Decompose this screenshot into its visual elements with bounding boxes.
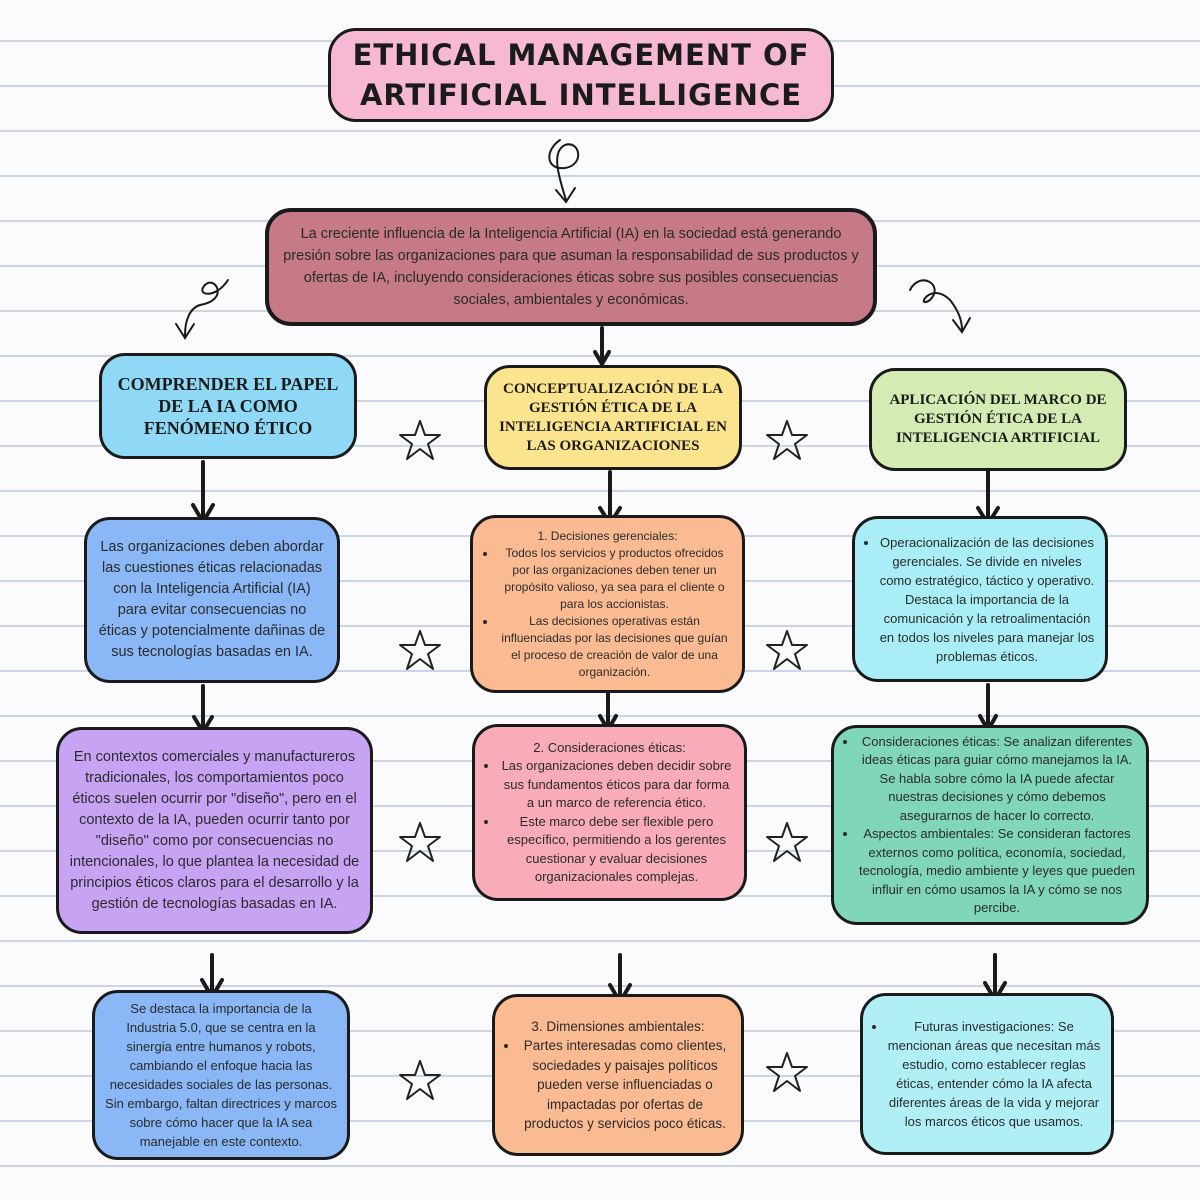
- arrow-left-1: [191, 460, 215, 526]
- header-text: COMPRENDER EL PAPEL DE LA IA COMO FENÓME…: [117, 374, 339, 438]
- box-text: Las organizaciones deben abordar las cue…: [98, 539, 326, 660]
- star-doodle-icon: [398, 418, 442, 462]
- box-text: En contextos comerciales y manufacturero…: [69, 748, 360, 912]
- title-line-1: ETHICAL MANAGEMENT OF: [352, 38, 810, 72]
- left-box-2: En contextos comerciales y manufacturero…: [56, 727, 373, 934]
- arrow-left-2: [192, 684, 214, 736]
- bullet-list: Consideraciones éticas: Se analizan dife…: [844, 733, 1136, 918]
- star-doodle-icon: [398, 1058, 442, 1102]
- bullet-item: Operacionalización de las decisiones ger…: [879, 533, 1095, 666]
- arrow-right-2: [978, 683, 998, 735]
- star-doodle-icon: [398, 628, 442, 672]
- box-text: Se destaca la importancia de la Industri…: [105, 1001, 337, 1149]
- header-text: CONCEPTUALIZACIÓN DE LA GESTIÓN ÉTICA DE…: [499, 380, 727, 454]
- star-doodle-icon: [765, 1050, 809, 1094]
- right-box-2: Consideraciones éticas: Se analizan dife…: [831, 725, 1149, 925]
- header-text: APLICACIÓN DEL MARCO DE GESTIÓN ÉTICA DE…: [889, 392, 1107, 446]
- right-box-1: Operacionalización de las decisiones ger…: [852, 516, 1108, 682]
- bullet-item: Consideraciones éticas: Se analizan dife…: [858, 733, 1136, 826]
- left-box-1: Las organizaciones deben abordar las cue…: [84, 517, 340, 683]
- bullet-item: Partes interesadas como clientes, socied…: [519, 1036, 731, 1134]
- swirl-arrow-left: [175, 279, 229, 340]
- left-box-3: Se destaca la importancia de la Industri…: [92, 990, 350, 1160]
- bullet-item: Todos los servicios y productos ofrecido…: [497, 545, 732, 613]
- box-heading: 3. Dimensiones ambientales:: [531, 1018, 705, 1034]
- arrow-intro-to-middle: [593, 326, 611, 368]
- right-box-3: Futuras investigaciones: Se mencionan ár…: [860, 993, 1114, 1155]
- box-heading: 2. Consideraciones éticas:: [533, 739, 686, 755]
- title-line-2: ARTIFICIAL INTELLIGENCE: [359, 78, 803, 112]
- bullet-list: Partes interesadas como clientes, socied…: [505, 1036, 731, 1134]
- column-header-left: COMPRENDER EL PAPEL DE LA IA COMO FENÓME…: [99, 353, 357, 459]
- bullet-list: Operacionalización de las decisiones ger…: [865, 533, 1095, 666]
- bullet-list: Las organizaciones deben decidir sobre s…: [485, 757, 734, 887]
- star-doodle-icon: [765, 820, 809, 864]
- bullet-item: Futuras investigaciones: Se mencionan ár…: [887, 1017, 1101, 1131]
- middle-box-3: 3. Dimensiones ambientales: Partes inter…: [492, 994, 744, 1156]
- column-header-middle: CONCEPTUALIZACIÓN DE LA GESTIÓN ÉTICA DE…: [484, 365, 742, 470]
- intro-text: La creciente influencia de la Inteligenc…: [283, 226, 859, 308]
- intro-box: La creciente influencia de la Inteligenc…: [265, 208, 877, 326]
- column-header-right: APLICACIÓN DEL MARCO DE GESTIÓN ÉTICA DE…: [869, 368, 1127, 471]
- star-doodle-icon: [765, 628, 809, 672]
- page-title: ETHICAL MANAGEMENT OF ARTIFICIAL INTELLI…: [328, 28, 834, 122]
- middle-box-1: 1. Decisiones gerenciales: Todos los ser…: [470, 515, 745, 693]
- swirl-arrow-right: [909, 279, 971, 334]
- bullet-list: Futuras investigaciones: Se mencionan ár…: [873, 1017, 1101, 1131]
- bullet-list: Todos los servicios y productos ofrecido…: [483, 545, 732, 681]
- bullet-item: Este marco debe ser flexible pero especí…: [499, 813, 734, 887]
- bullet-item: Las organizaciones deben decidir sobre s…: [499, 757, 734, 813]
- swirl-arrow-title: [548, 139, 580, 204]
- middle-box-2: 2. Consideraciones éticas: Las organizac…: [472, 724, 747, 901]
- box-heading: 1. Decisiones gerenciales:: [537, 528, 678, 543]
- bullet-item: Aspectos ambientales: Se consideran fact…: [858, 825, 1136, 918]
- star-doodle-icon: [398, 820, 442, 864]
- bullet-item: Las decisiones operativas están influenc…: [497, 613, 732, 681]
- star-doodle-icon: [765, 418, 809, 462]
